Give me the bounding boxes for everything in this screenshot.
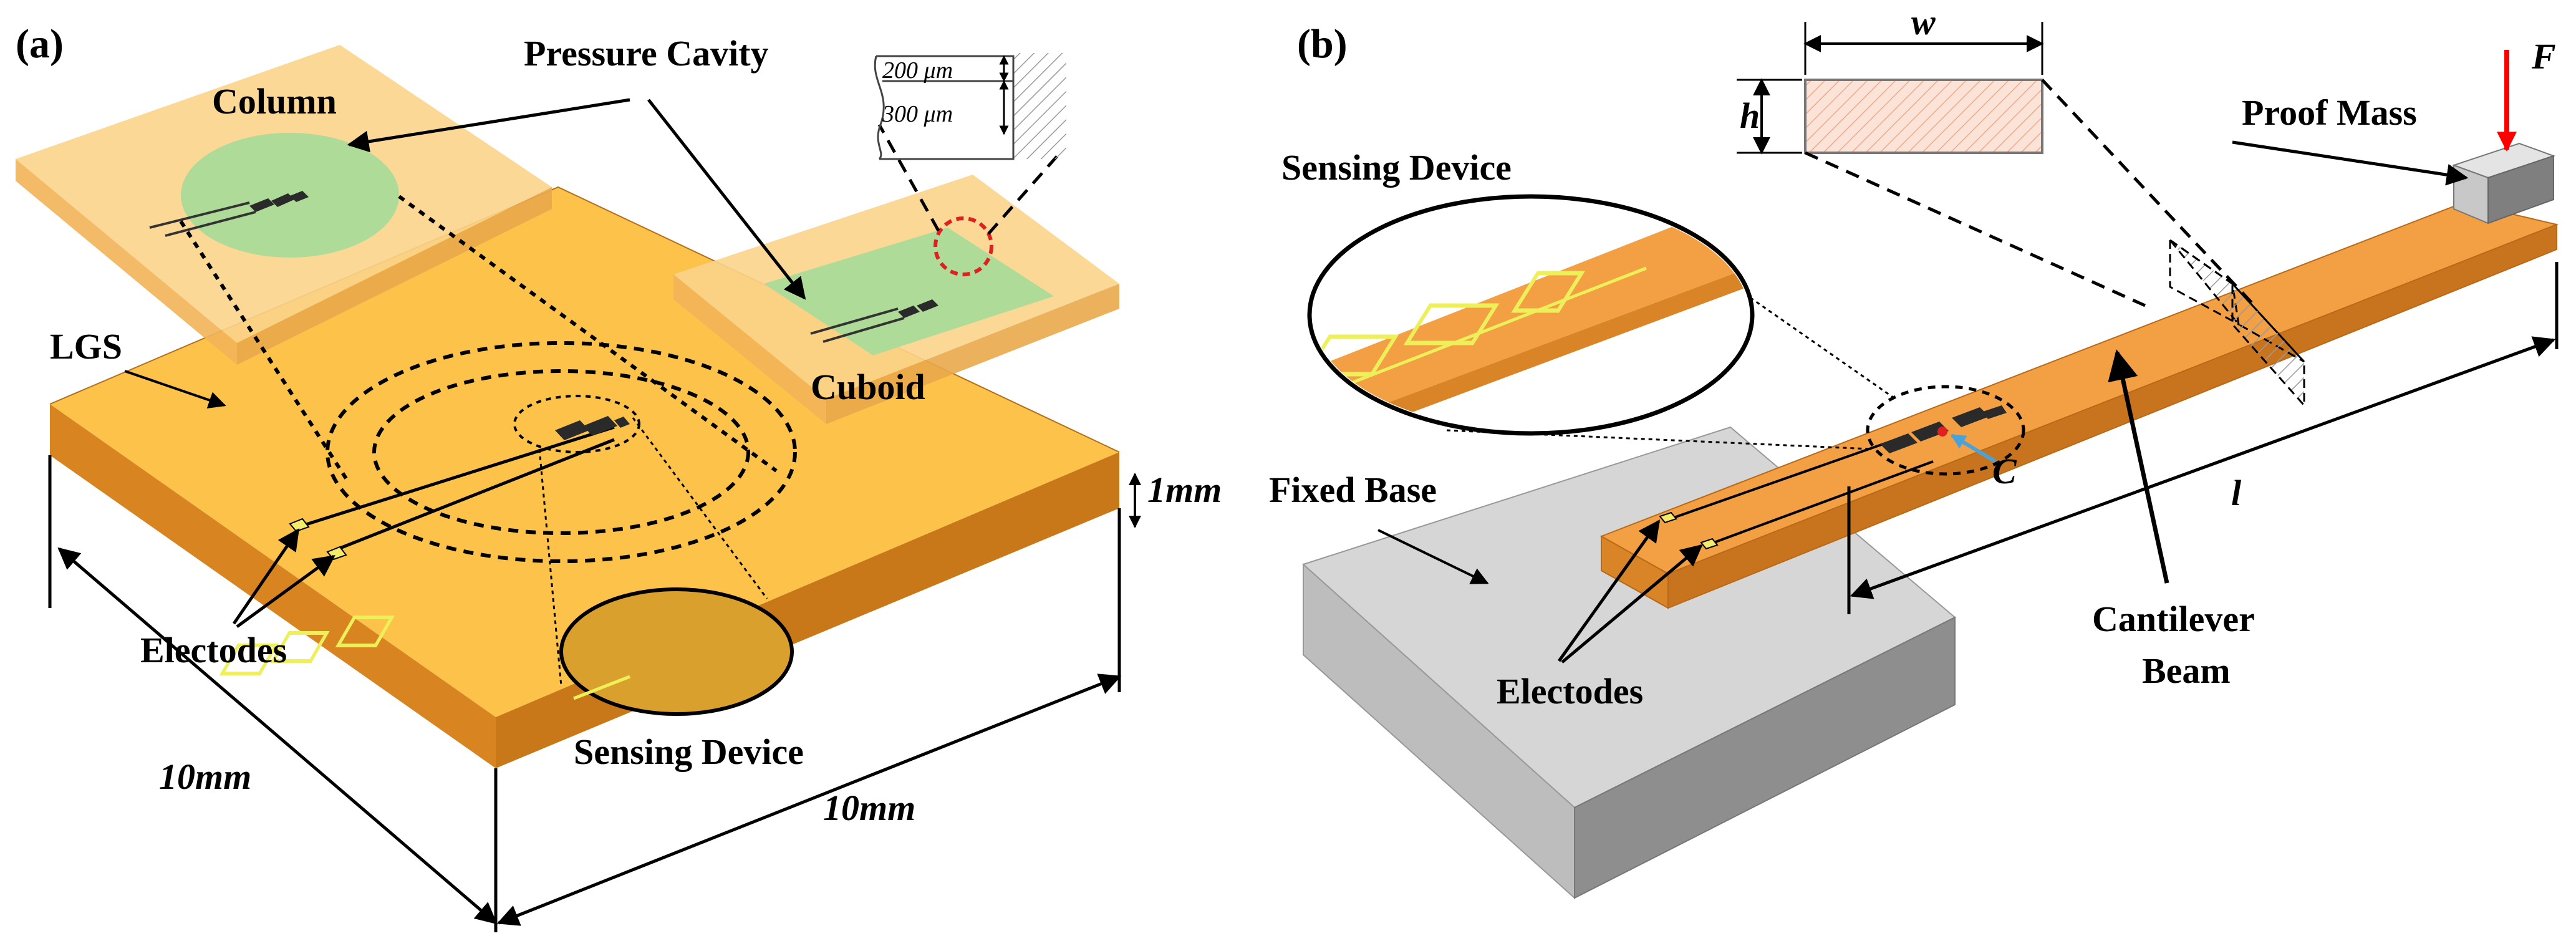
fixed-base-arrow [1377, 529, 1489, 584]
cavity-detail-marker [933, 216, 993, 276]
zoom-line-a2 [632, 417, 768, 599]
cuboid-cap [673, 175, 1119, 424]
dashed-ellipse-outer [326, 341, 797, 563]
sensing-device-zoom-b [1307, 194, 1755, 436]
label-cuboid: Cuboid [811, 367, 925, 407]
label-lgs: LGS [50, 326, 122, 367]
symbol-width: w [1911, 2, 1936, 42]
label-proof-mass: Proof Mass [2242, 92, 2417, 133]
column-projection-2 [398, 195, 778, 473]
label-sensing-device-a: Sensing Device [574, 731, 804, 772]
idt-small-a [555, 416, 630, 440]
pressure-arrow-column [347, 98, 630, 153]
panel-b: (b) Sensing Device Fixed Base Electodes … [1269, 2, 2559, 900]
cavity-detail-inset: 200 μm 300 μm [874, 53, 1066, 160]
dim-cavity-depth: 300 μm [882, 101, 953, 127]
proof-mass-arrow [2232, 140, 2469, 186]
symbol-length: l [2231, 473, 2242, 513]
column-projection-1 [179, 220, 351, 485]
cantilever-beam [1599, 201, 2559, 609]
symbol-height: h [1740, 95, 1760, 136]
panel-a-tag: (a) [16, 21, 64, 67]
label-fixed-base: Fixed Base [1269, 470, 1437, 510]
label-cantilever-line2: Beam [2142, 650, 2231, 691]
dim-cavity-top: 200 μm [882, 57, 953, 84]
label-pressure-cavity: Pressure Cavity [524, 33, 769, 74]
dim-width: 10mm [159, 756, 251, 797]
cavity-callout-line-1 [877, 123, 940, 232]
cantilever-arrow [2108, 349, 2169, 584]
label-electrodes-a: Electodes [140, 630, 287, 670]
label-electrodes-b: Electodes [1497, 671, 1643, 712]
proof-mass [2451, 142, 2556, 224]
electrode-arrow-b1 [1557, 519, 1661, 662]
length-dimension [1847, 262, 2559, 614]
dim-thickness: 1mm [1147, 470, 1222, 510]
cavity-callout-line-2 [987, 152, 1061, 235]
lgs-arrow [124, 370, 226, 409]
point-c-marker [1937, 427, 1947, 437]
symbol-force: F [2531, 36, 2556, 77]
panel-b-tag: (b) [1297, 21, 1348, 67]
dashed-ellipse-middle [372, 369, 750, 535]
dashed-ellipse-inner [513, 395, 640, 453]
label-column: Column [212, 81, 337, 122]
symbol-point-c: C [1992, 451, 2017, 491]
pressure-arrow-cuboid [647, 99, 806, 300]
panel-a: 200 μm 300 μm (a) Column Pressure Cavity… [16, 21, 1222, 932]
dimension-lines-a [48, 455, 1141, 932]
column-cap [16, 45, 552, 365]
label-sensing-device-b: Sensing Device [1281, 147, 1512, 188]
dim-length: 10mm [823, 788, 915, 828]
electrode-arrow-b2 [1561, 544, 1703, 664]
zoom-line-a1 [538, 448, 562, 687]
label-cantilever-line1: Cantilever [2092, 599, 2255, 639]
